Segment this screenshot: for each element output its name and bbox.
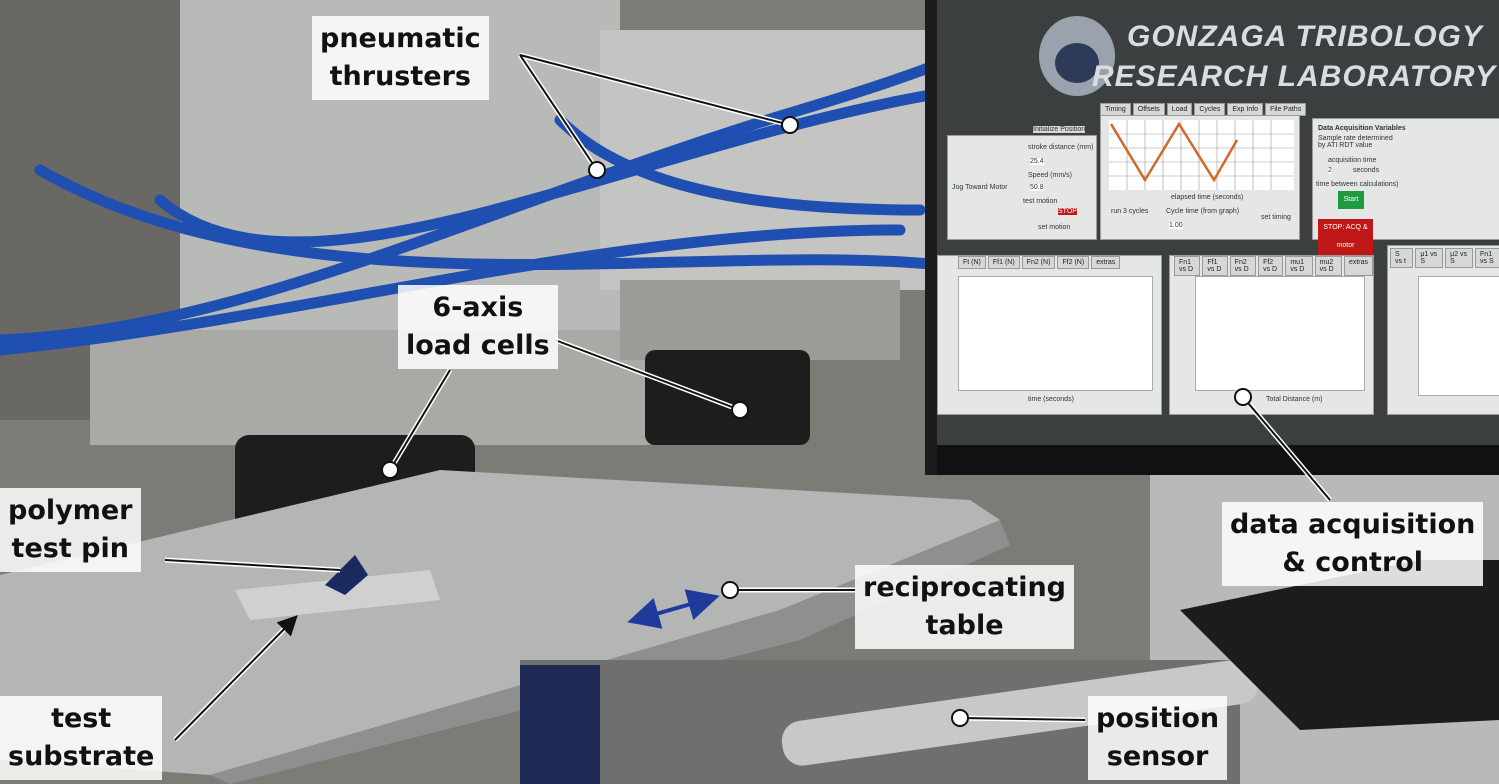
title-line-1: GONZAGA TRIBOLOGY (1127, 20, 1483, 53)
tab-ff1-vs-d[interactable]: Ff1 vs D (1202, 256, 1228, 276)
label-line: reciprocating (863, 572, 1067, 603)
tab-mu2-vs-d[interactable]: mu2 vs D (1314, 256, 1342, 276)
stop-acq-motor-button[interactable]: STOP: ACQ & motor (1318, 219, 1373, 255)
tab-extras-1[interactable]: extras (1091, 256, 1121, 269)
tab-mu1-vs-s[interactable]: μ1 vs S (1415, 248, 1444, 268)
set-motion-button[interactable]: set motion (1038, 224, 1071, 231)
calc-label: time between calculations) (1316, 181, 1399, 188)
keyboard (1180, 560, 1499, 730)
label-line: load cells (406, 330, 550, 361)
test-motion-button[interactable]: test motion (1023, 198, 1058, 205)
labview-screen: GONZAGA TRIBOLOGY RESEARCH LABORATORY Ti… (937, 0, 1499, 445)
label-line: test pin (11, 533, 129, 564)
label-line: thrusters (329, 61, 471, 92)
force-time-plot: Ft (N)Ff1 (N)Fn2 (N)Ff2 (N)extras time (… (937, 255, 1162, 415)
stroke-label: stroke distance (mm) (1028, 144, 1094, 151)
title-line-2: RESEARCH LABORATORY (1092, 60, 1497, 93)
windows-taskbar (937, 445, 1499, 475)
stroke-input[interactable]: 25.4 (1030, 158, 1044, 165)
tab-initialize-position[interactable]: Initialize Position (1033, 126, 1086, 133)
tab-fn2-vs-d[interactable]: Fn2 vs D (1229, 256, 1257, 276)
label-load-cells: 6-axis load cells (398, 285, 558, 369)
tab-ff1[interactable]: Ff1 (N) (987, 256, 1020, 269)
marker-dot (588, 161, 606, 179)
set-timing-button[interactable]: set timing (1261, 214, 1291, 221)
acq-unit: seconds (1353, 167, 1380, 174)
cycle-time-input[interactable]: 1.00 (1169, 222, 1183, 229)
acq-time-input[interactable]: 2 (1328, 167, 1332, 174)
label-line: 6-axis (432, 292, 524, 323)
label-polymer-test-pin: polymer test pin (0, 488, 141, 572)
label-line: data acquisition (1230, 509, 1476, 540)
label-data-acquisition: data acquisition & control (1222, 502, 1484, 586)
reciprocating-table-plate (0, 470, 1000, 775)
tab-mu2-vs-s[interactable]: μ2 vs S (1445, 248, 1474, 268)
speed-label: Speed (mm/s) (1028, 172, 1072, 179)
speed-input[interactable]: 50.8 (1030, 184, 1044, 191)
daq-panel: Data Acquisition Variables Sample rate d… (1312, 118, 1499, 255)
daq-title: Data Acquisition Variables (1318, 125, 1406, 132)
label-line: test (51, 703, 112, 734)
timing-waveform (1109, 121, 1239, 183)
label-pneumatic-thrusters: pneumatic thrusters (312, 16, 489, 100)
bulldog-logo (1039, 16, 1115, 96)
load-cell-right (645, 350, 810, 445)
tab-fn1-vs-d[interactable]: Fn1 vs D (1174, 256, 1201, 276)
x-axis-label-2: Total Distance (m) (1266, 396, 1323, 403)
elapsed-time-label: elapsed time (seconds) (1171, 194, 1244, 201)
polymer-test-pin (325, 555, 368, 595)
tab-extras-2[interactable]: extras (1343, 256, 1374, 276)
label-line: pneumatic (320, 23, 481, 54)
start-button[interactable]: Start (1338, 191, 1364, 209)
label-line: sensor (1106, 741, 1209, 772)
plot-area-1 (958, 276, 1153, 391)
label-position-sensor: position sensor (1088, 696, 1228, 780)
plot-area-2 (1195, 276, 1365, 391)
label-line: position (1096, 703, 1220, 734)
tab-mu1-vs-d[interactable]: mu1 vs D (1285, 256, 1313, 276)
label-reciprocating-table: reciprocating table (855, 565, 1075, 649)
tab-fn1-vs-s[interactable]: Fn1 vs S (1475, 248, 1499, 268)
timing-panel: elapsed time (seconds) run 3 cycles Cycl… (1100, 115, 1300, 240)
position-sensor (781, 659, 1259, 766)
cycle-time-label: Cycle time (from graph) (1166, 208, 1240, 215)
x-axis-label-1: time (seconds) (1028, 396, 1074, 403)
tab-fn2[interactable]: Fn2 (N) (1021, 256, 1056, 269)
run-cycles-button[interactable]: run 3 cycles (1111, 208, 1149, 215)
tab-ft[interactable]: Ft (N) (958, 256, 986, 269)
label-line: substrate (8, 741, 155, 772)
reciprocation-double-arrow (627, 589, 720, 629)
acq-time-label: acquisition time (1328, 157, 1377, 164)
plot-area-3 (1418, 276, 1499, 396)
label-line: polymer (8, 495, 133, 526)
daq-note: Sample rate determined by ATI RDT value (1318, 135, 1393, 149)
monitor: GONZAGA TRIBOLOGY RESEARCH LABORATORY Ti… (925, 0, 1499, 475)
stop-small-button[interactable]: STOP (1058, 208, 1077, 215)
jog-label: Jog Toward Motor (952, 184, 1008, 191)
label-test-substrate: test substrate (0, 696, 163, 780)
label-line: table (925, 610, 1004, 641)
tab-s-vs-t[interactable]: S vs t (1390, 248, 1414, 268)
timing-graph (1109, 120, 1294, 190)
initialize-panel: Initialize Position stroke distance (mm)… (947, 126, 1097, 240)
label-line: & control (1282, 547, 1424, 578)
tab-ff2[interactable]: Ff2 (N) (1057, 256, 1090, 269)
tab-ff2-vs-d[interactable]: Ff2 vs D (1258, 256, 1284, 276)
